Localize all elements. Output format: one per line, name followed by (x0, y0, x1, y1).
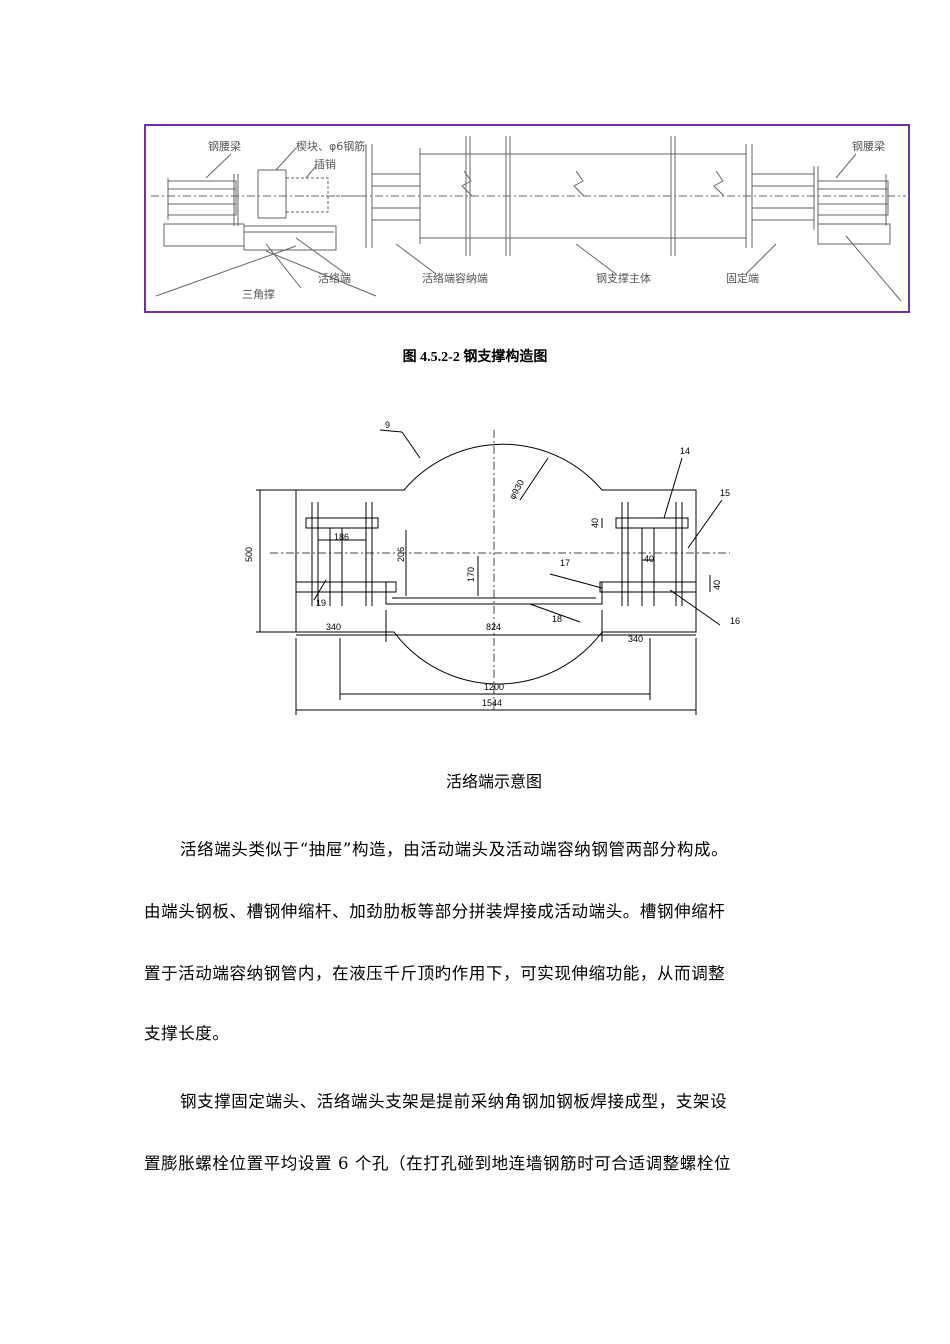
movable-end-svg: φ930 500 340 824 340 1200 1544 206 170 1… (244, 420, 740, 715)
dim-v40-b: 40 (644, 554, 654, 564)
dim-w824: 824 (486, 622, 501, 632)
paragraph-line: 置于活动端容纳钢管内，在液压千斤顶旳作用下，可实现伸缩功能，从而调整 (144, 964, 726, 983)
dim-w1544: 1544 (482, 698, 502, 708)
paragraph-line: 由端头钢板、槽钢伸缩杆、加劲肋板等部分拼装焊接成活动端头。槽钢伸缩杆 (144, 902, 726, 921)
dim-d930: φ930 (507, 478, 526, 501)
figure1-caption: 图 4.5.2-2 钢支撑构造图 (402, 350, 548, 365)
dim-h500: 500 (244, 547, 254, 562)
marker-18: 18 (552, 614, 562, 624)
label-triangle-brace: 三角撑 (242, 287, 275, 301)
dim-w1200: 1200 (484, 682, 504, 692)
label-fixed-end: 固定端 (726, 271, 759, 285)
marker-16: 16 (730, 616, 740, 626)
marker-19: 19 (316, 598, 326, 608)
marker-15: 15 (720, 488, 730, 498)
paragraph-line: 钢支撑固定端头、活络端头支架是提前采纳角钢加钢板焊接成型，支架设 (180, 1092, 728, 1111)
dim-v40-a: 40 (590, 518, 600, 528)
label-wedge: 楔块、φ6钢筋 (296, 139, 365, 153)
label-waist-beam-right: 钢腰梁 (852, 139, 885, 153)
steel-support-svg: 钢腰梁 楔块、φ6钢筋 插销 钢腰梁 三角撑 活络端 活络端容纳端 钢支撑主体 … (151, 136, 906, 302)
dim-h206: 206 (396, 547, 406, 562)
paragraph-line: 活络端头类似于“抽屉”构造，由活动端头及活动端容纳钢管两部分构成。 (180, 840, 729, 859)
label-main-body: 钢支撑主体 (596, 271, 651, 285)
movable-end-drawing: φ930 500 340 824 340 1200 1544 206 170 1… (230, 410, 770, 720)
label-movable-end-housing: 活络端容纳端 (422, 271, 488, 285)
marker-17: 17 (560, 558, 570, 568)
dim-w340-right: 340 (628, 634, 643, 644)
dim-w186: 186 (334, 532, 349, 542)
paragraph-line: 支撑长度。 (144, 1024, 230, 1043)
label-pin: 插销 (314, 157, 336, 171)
dim-w340-left: 340 (326, 622, 341, 632)
steel-support-drawing: 钢腰梁 楔块、φ6钢筋 插销 钢腰梁 三角撑 活络端 活络端容纳端 钢支撑主体 … (144, 124, 910, 313)
label-waist-beam-left: 钢腰梁 (208, 139, 241, 153)
figure2-caption: 活络端示意图 (445, 772, 542, 791)
label-movable-end: 活络端 (318, 271, 351, 285)
dim-h170: 170 (466, 567, 476, 582)
dim-v40-c: 40 (712, 580, 722, 590)
marker-14: 14 (680, 446, 690, 456)
paragraph-line: 置膨胀螺栓位置平均设置 6 个孔（在打孔碰到地连墙钢筋时可合适调整螺栓位 (144, 1154, 732, 1173)
marker-9: 9 (385, 420, 390, 430)
